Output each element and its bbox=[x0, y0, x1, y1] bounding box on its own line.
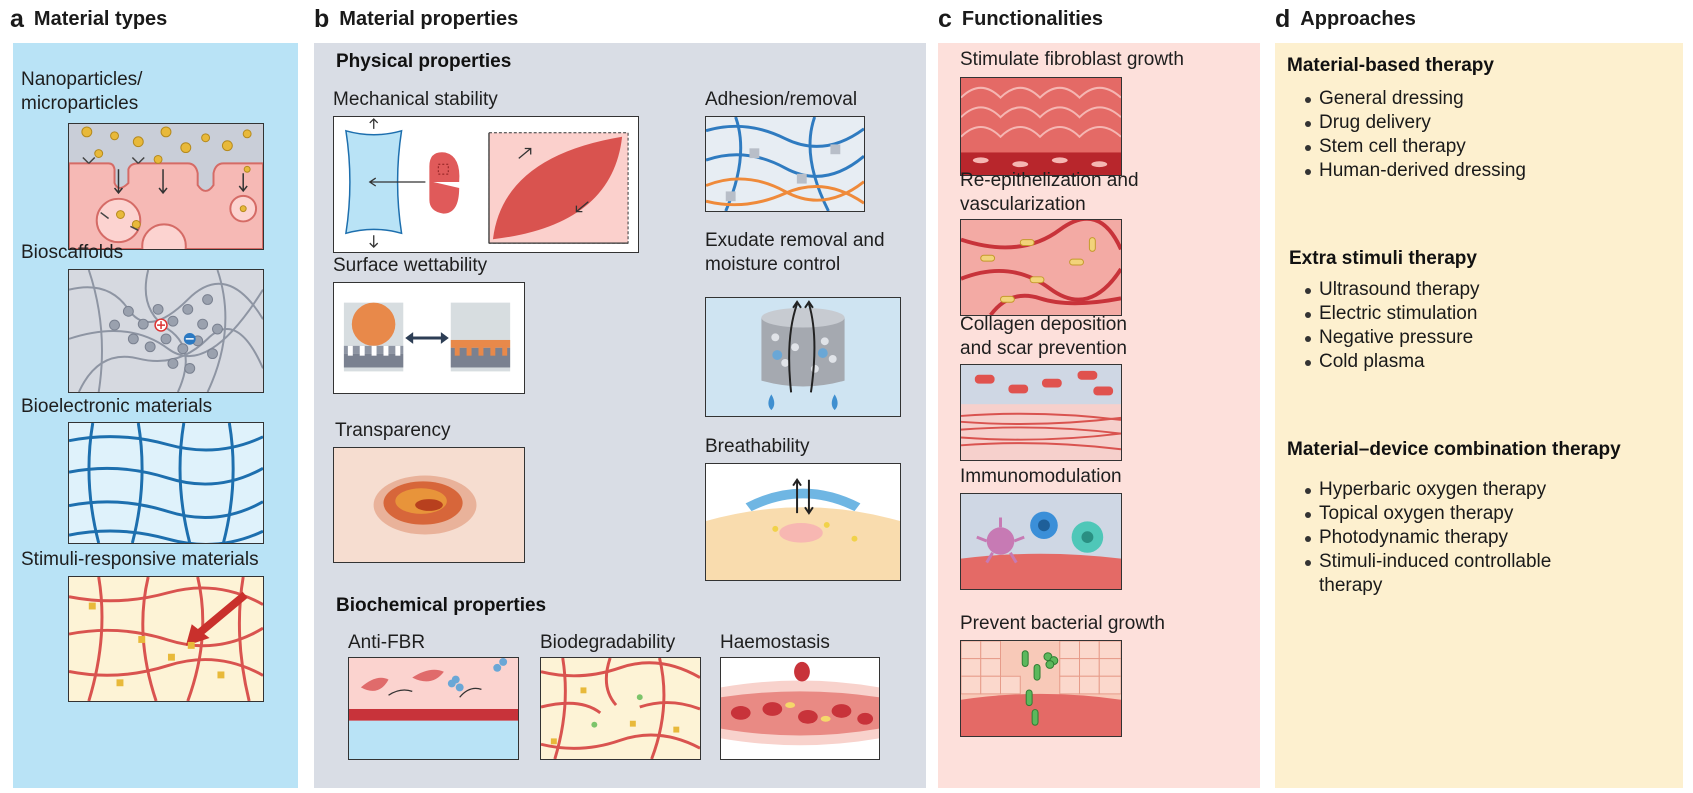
label-collagen-deposition: Collagen deposition and scar prevention bbox=[960, 314, 1127, 359]
extra-stimuli-therapy-title: Extra stimuli therapy bbox=[1289, 248, 1477, 269]
label-adhesion-removal: Adhesion/removal bbox=[705, 89, 858, 110]
list-item: Stem cell therapy bbox=[1303, 135, 1526, 159]
list-item: Electric stimulation bbox=[1303, 302, 1480, 326]
list-item: Photodynamic therapy bbox=[1303, 526, 1551, 550]
panel-title-c: Functionalities bbox=[961, 7, 1104, 30]
biochemical-properties-title: Biochemical properties bbox=[336, 595, 547, 616]
stimuli-responsive-illustration bbox=[68, 576, 264, 702]
list-item: Hyperbaric oxygen therapy bbox=[1303, 478, 1551, 502]
panel-title-d: Approaches bbox=[1300, 7, 1416, 30]
physical-properties-title: Physical properties bbox=[336, 51, 512, 72]
breathability-illustration bbox=[705, 463, 901, 581]
immunomodulation-illustration bbox=[960, 493, 1122, 590]
label-nanoparticles: Nanoparticles/ microparticles bbox=[21, 69, 143, 114]
label-transparency: Transparency bbox=[335, 420, 451, 441]
label-anti-fbr: Anti-FBR bbox=[348, 632, 426, 653]
list-item: Drug delivery bbox=[1303, 111, 1526, 135]
exudate-illustration bbox=[705, 297, 901, 417]
functionalities-panel: Stimulate fibroblast growth Re-epitheliz… bbox=[938, 43, 1260, 788]
material-based-therapy-list: General dressing Drug delivery Stem cell… bbox=[1303, 87, 1526, 183]
label-biodegradability: Biodegradability bbox=[540, 632, 676, 653]
material-device-therapy-list: Hyperbaric oxygen therapy Topical oxygen… bbox=[1303, 478, 1551, 598]
material-properties-panel: Physical properties Mechanical stability… bbox=[314, 43, 926, 788]
collagen-illustration bbox=[960, 364, 1122, 461]
list-item: Negative pressure bbox=[1303, 326, 1480, 350]
vascularization-illustration bbox=[960, 219, 1122, 316]
material-device-therapy-title: Material–device combination therapy bbox=[1287, 439, 1621, 460]
haemostasis-illustration bbox=[720, 657, 880, 760]
panel-letter-b: b bbox=[314, 4, 330, 33]
extra-stimuli-therapy-list: Ultrasound therapy Electric stimulation … bbox=[1303, 278, 1480, 374]
list-item: Cold plasma bbox=[1303, 350, 1480, 374]
label-bioscaffolds: Bioscaffolds bbox=[21, 242, 124, 263]
label-haemostasis: Haemostasis bbox=[720, 632, 830, 653]
header-material-types: a Material types bbox=[10, 4, 167, 34]
header-functionalities: c Functionalities bbox=[938, 4, 1103, 34]
label-exudate-removal: Exudate removal and moisture control bbox=[705, 230, 885, 275]
label-immunomodulation: Immunomodulation bbox=[960, 466, 1122, 487]
fibroblast-illustration bbox=[960, 77, 1122, 176]
material-based-therapy-title: Material-based therapy bbox=[1287, 55, 1494, 76]
label-fibroblast-growth: Stimulate fibroblast growth bbox=[960, 49, 1184, 70]
bioscaffolds-illustration bbox=[68, 269, 264, 393]
adhesion-illustration bbox=[705, 116, 865, 212]
label-surface-wettability: Surface wettability bbox=[333, 255, 488, 276]
mechanical-stability-illustration bbox=[333, 116, 639, 253]
panel-letter-d: d bbox=[1275, 4, 1291, 33]
bioelectronic-illustration bbox=[68, 422, 264, 544]
approaches-panel: Material-based therapy General dressing … bbox=[1275, 43, 1683, 788]
panel-title-b: Material properties bbox=[339, 7, 519, 30]
bacterial-illustration bbox=[960, 640, 1122, 737]
label-stimuli-responsive: Stimuli-responsive materials bbox=[21, 549, 259, 570]
header-approaches: d Approaches bbox=[1275, 4, 1416, 34]
list-item: Ultrasound therapy bbox=[1303, 278, 1480, 302]
list-item: Human-derived dressing bbox=[1303, 159, 1526, 183]
panel-letter-a: a bbox=[10, 4, 24, 33]
label-prevent-bacterial-growth: Prevent bacterial growth bbox=[960, 613, 1165, 634]
biodegradability-illustration bbox=[540, 657, 701, 760]
label-mechanical-stability: Mechanical stability bbox=[333, 89, 498, 110]
panel-title-a: Material types bbox=[33, 7, 168, 30]
transparency-illustration bbox=[333, 447, 525, 563]
panel-letter-c: c bbox=[938, 4, 952, 33]
surface-wettability-illustration bbox=[333, 282, 525, 394]
label-re-epithelization: Re-epithelization and vascularization bbox=[960, 170, 1139, 215]
list-item: General dressing bbox=[1303, 87, 1526, 111]
material-types-panel: Nanoparticles/ microparticles bbox=[13, 43, 298, 788]
list-item: Topical oxygen therapy bbox=[1303, 502, 1551, 526]
anti-fbr-illustration bbox=[348, 657, 519, 760]
header-material-properties: b Material properties bbox=[314, 4, 518, 34]
label-bioelectronic: Bioelectronic materials bbox=[21, 396, 213, 417]
label-breathability: Breathability bbox=[705, 436, 810, 457]
nanoparticles-illustration bbox=[68, 123, 264, 250]
